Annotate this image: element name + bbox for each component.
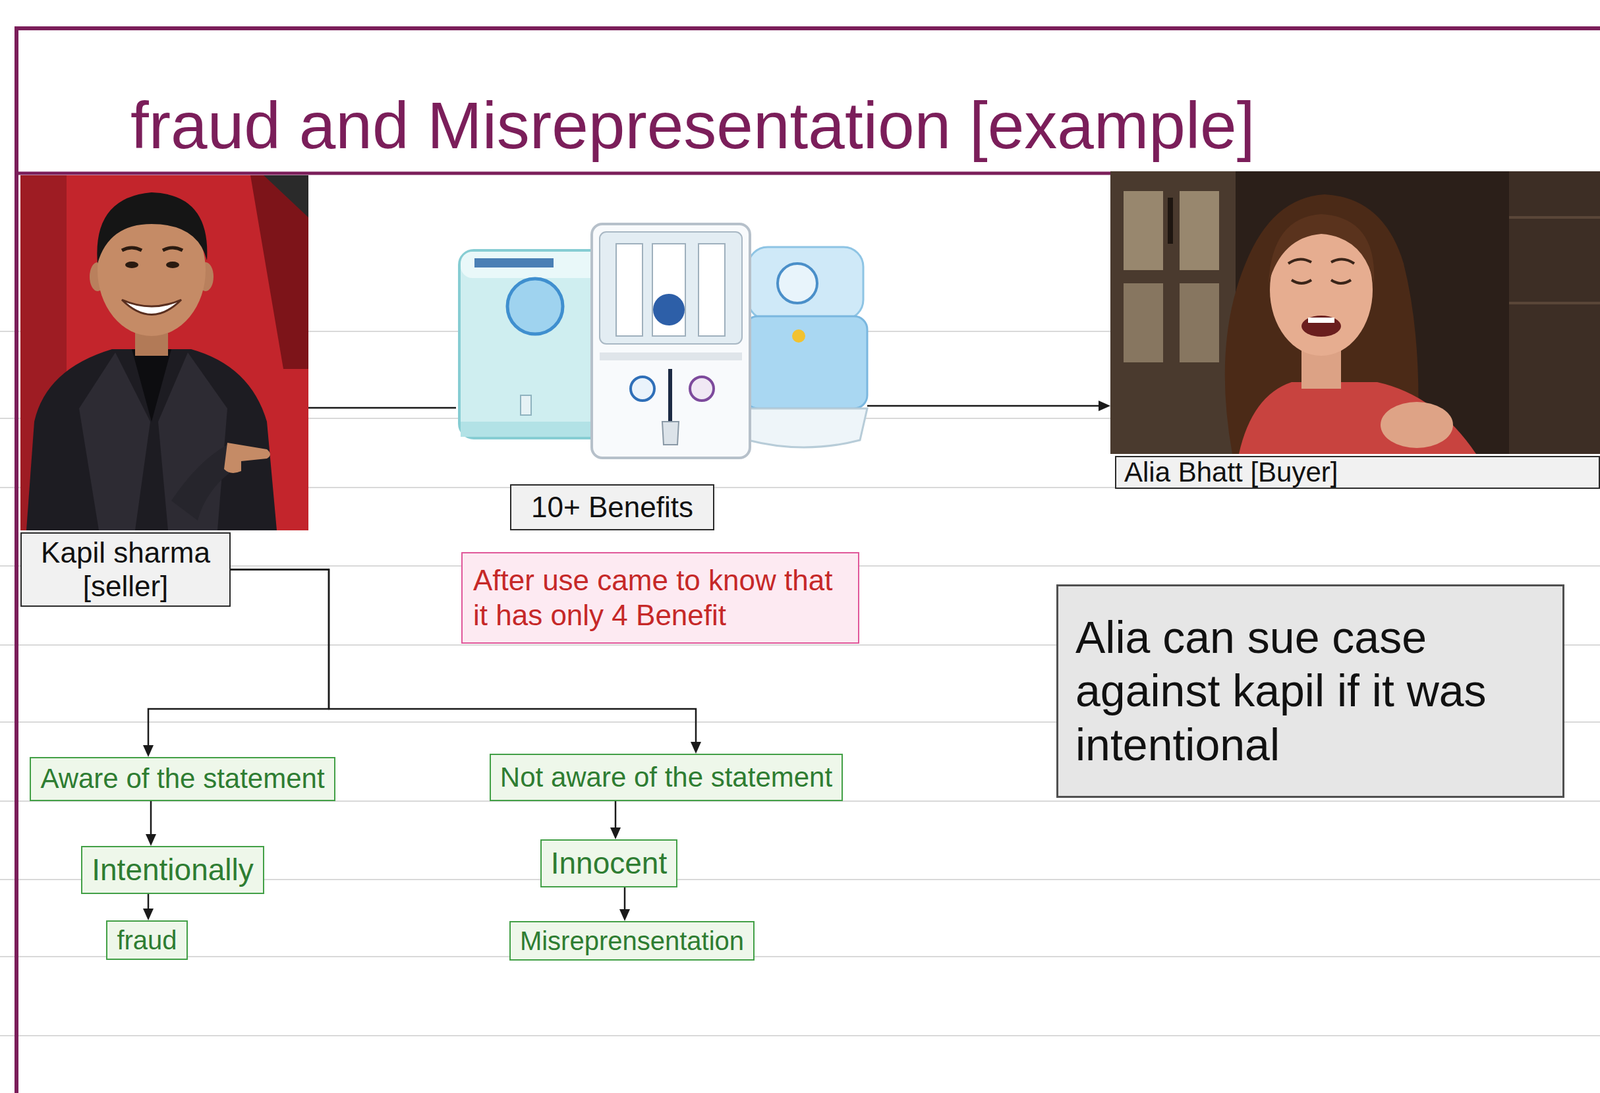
arrowhead — [1098, 400, 1111, 412]
seller-photo-node: Kapil sharma [seller] — [20, 175, 309, 608]
connector-arrow — [610, 801, 621, 840]
connector-arrow — [867, 400, 1111, 412]
category-box: Not aware of the statement — [489, 753, 843, 802]
product-photo-node: 10+ Benefits — [456, 219, 868, 531]
arrowhead — [145, 834, 157, 847]
diagram-title: fraud and Misrepresentation [example] — [130, 85, 1256, 165]
page-frame — [16, 26, 1600, 1093]
category-box: Innocent — [540, 839, 678, 888]
arrowhead — [142, 745, 154, 758]
arrowhead — [619, 909, 630, 922]
category-box: Misreprensentation — [509, 921, 755, 961]
arrowhead — [142, 908, 154, 921]
seller-photo — [20, 175, 309, 531]
note-text: After use came to know that it has only … — [473, 563, 848, 634]
connector-line — [150, 801, 153, 840]
buyer-photo — [1110, 171, 1600, 455]
category-box: Intentionally — [81, 846, 265, 895]
arrowhead — [690, 742, 702, 754]
category-label: fraud — [116, 924, 177, 957]
photo-caption: Kapil sharma [seller] — [20, 532, 231, 607]
photo-caption: Alia Bhatt [Buyer] — [1114, 456, 1600, 489]
category-label: Misreprensentation — [519, 925, 744, 957]
water-purifier-image — [459, 224, 868, 458]
connector-arrow — [145, 801, 157, 847]
photo-caption: 10+ Benefits — [510, 484, 715, 531]
category-label: Intentionally — [91, 852, 254, 889]
category-label: Innocent — [550, 845, 667, 882]
arrowhead — [610, 827, 621, 840]
ruled-lines — [0, 331, 1600, 1036]
connector-arrow — [308, 407, 457, 409]
category-box: Aware of the statement — [29, 757, 335, 802]
connector-line — [867, 405, 1104, 408]
connector-arrow — [142, 894, 154, 921]
category-label: Not aware of the statement — [500, 761, 833, 795]
category-label: Aware of the statement — [40, 762, 325, 796]
buyer-photo-node: Alia Bhatt [Buyer] — [1110, 171, 1600, 490]
discovery-note: After use came to know that it has only … — [461, 552, 860, 644]
conclusion-box: Alia can sue case against kapil if it wa… — [1056, 584, 1565, 799]
connector-line — [308, 407, 457, 410]
connector-arrow — [619, 887, 630, 922]
category-box: fraud — [106, 920, 188, 961]
note-text: Alia can sue case against kapil if it wa… — [1075, 610, 1546, 773]
